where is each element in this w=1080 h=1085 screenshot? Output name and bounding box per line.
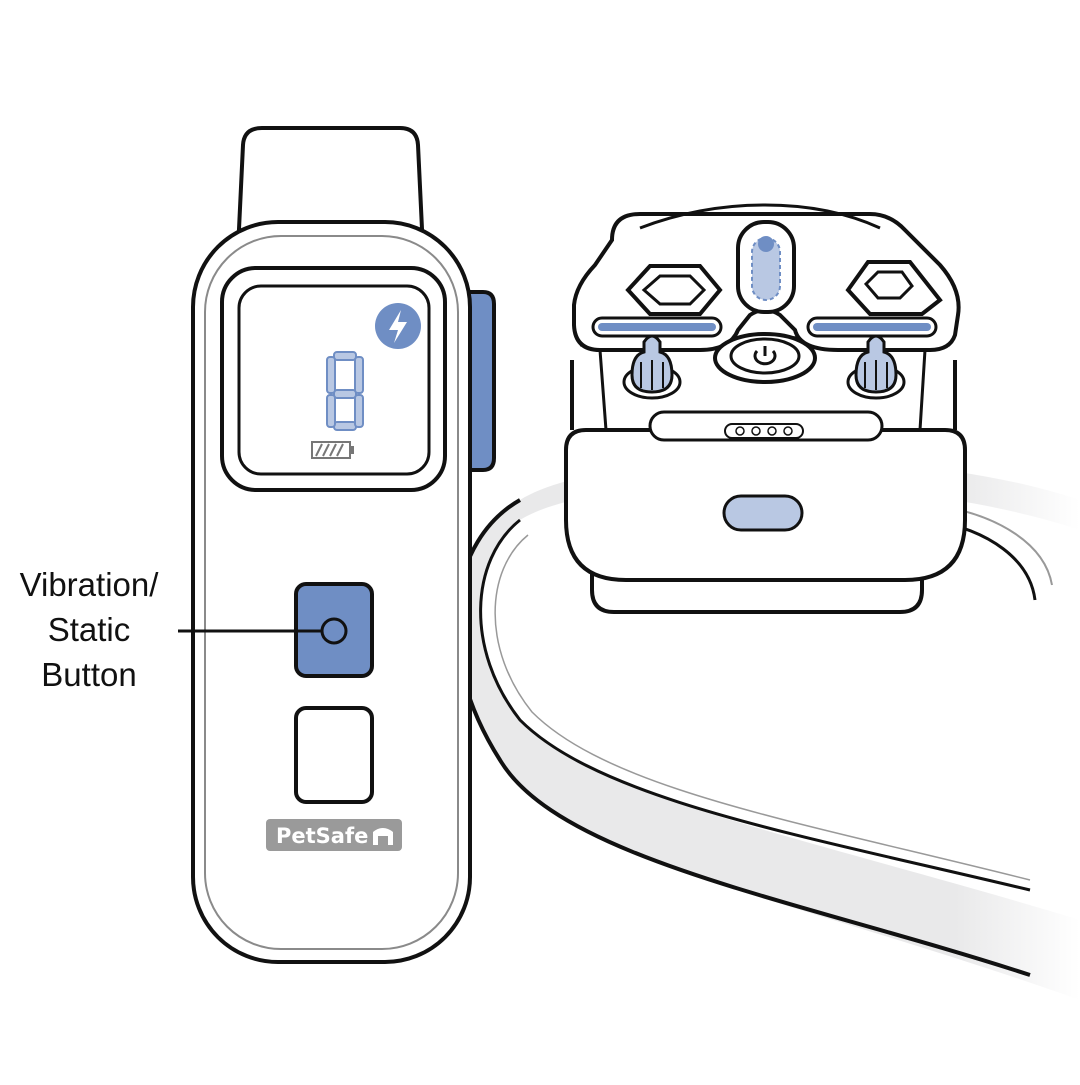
charging-port bbox=[650, 412, 882, 440]
vibration-static-callout-label: Vibration/ Static Button bbox=[0, 562, 178, 697]
callout-line-2: Static bbox=[0, 607, 178, 652]
petsafe-logo: PetSafe bbox=[266, 819, 402, 851]
power-button[interactable] bbox=[715, 334, 815, 382]
receiver-collar bbox=[566, 205, 965, 612]
callout-line-3: Button bbox=[0, 652, 178, 697]
secondary-button[interactable] bbox=[296, 708, 372, 802]
front-light-indicator bbox=[724, 496, 802, 530]
lightning-bolt-icon bbox=[375, 303, 421, 349]
remote-transmitter: PetSafe bbox=[193, 128, 494, 962]
svg-text:PetSafe: PetSafe bbox=[276, 824, 368, 848]
callout-line-1: Vibration/ bbox=[0, 562, 178, 607]
